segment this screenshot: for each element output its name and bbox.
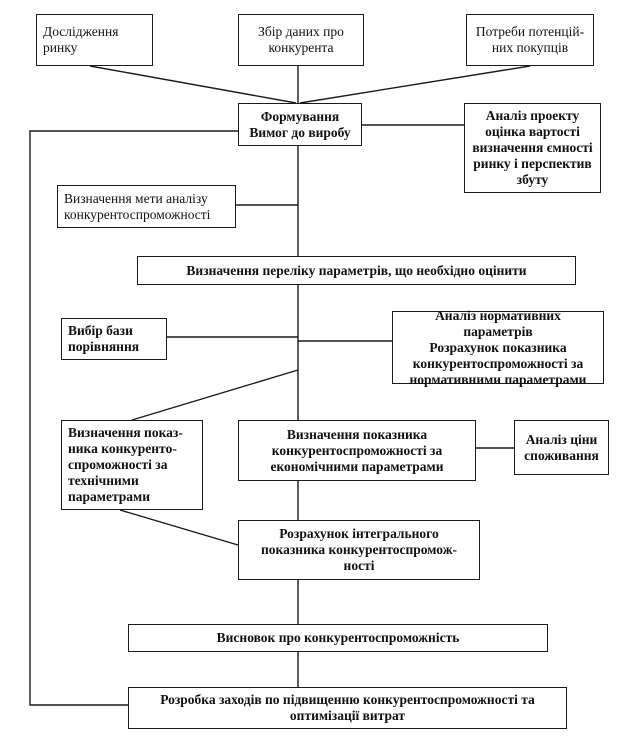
link-technical-to-integral — [119, 509, 239, 546]
node-technical-index: Визначення показ- ника конкурентo- спром… — [61, 420, 203, 510]
node-comparison-base: Вибір бази порівняння — [61, 318, 167, 360]
node-parameter-list: Визначення переліку параметрів, що необх… — [137, 256, 576, 285]
node-consumption-price-label: Аналіз ціни споживання — [524, 431, 599, 463]
node-consumption-price: Аналіз ціни споживання — [514, 420, 609, 475]
node-economic-index-label: Визначення показника конкурентоспроможно… — [270, 426, 444, 474]
node-measures-label: Розробка заходів по підвищенню конкурент… — [160, 692, 535, 723]
node-analysis-goal: Визначення мети аналізу конкурентоспромо… — [57, 185, 236, 228]
feedback-loop — [29, 130, 238, 706]
node-normative-analysis: Аналіз нормативних параметрів Розрахунок… — [392, 308, 604, 387]
node-parameter-list-label: Визначення переліку параметрів, що необх… — [186, 262, 527, 278]
node-analysis-goal-label: Визначення мети аналізу конкурентоспромо… — [64, 190, 211, 222]
node-integral-index-label: Розрахунок інтегрального показника конку… — [261, 526, 457, 573]
node-buyer-needs-label: Потреби потенцій- них покупців — [475, 24, 585, 55]
node-conclusion: Висновок про конкурентоспроможність — [128, 624, 548, 652]
node-project-analysis-label: Аналіз проекту оцінка вартості визначенн… — [472, 108, 593, 187]
node-comparison-base-label: Вибір бази порівняння — [68, 323, 140, 354]
node-normative-analysis-label: Аналіз нормативних параметрів Розрахунок… — [409, 307, 587, 387]
node-technical-index-label: Визначення показ- ника конкурентo- спром… — [68, 425, 183, 504]
node-project-analysis: Аналіз проекту оцінка вартості визначенн… — [464, 103, 601, 193]
node-market-research: Дослідження ринку — [36, 14, 153, 66]
node-measures: Розробка заходів по підвищенню конкурент… — [128, 687, 567, 729]
node-market-research-label: Дослідження ринку — [43, 24, 119, 55]
node-buyer-needs: Потреби потенцій- них покупців — [466, 14, 594, 66]
node-economic-index: Визначення показника конкурентоспроможно… — [238, 420, 476, 481]
link-market-research — [89, 65, 297, 104]
node-requirements: Формування Вимог до виробу — [238, 103, 362, 146]
link-buyer-needs — [299, 65, 531, 104]
node-integral-index: Розрахунок інтегрального показника конку… — [238, 520, 480, 580]
node-competitor-data-label: Збір даних про конкурента — [258, 24, 344, 55]
node-requirements-label: Формування Вимог до виробу — [249, 108, 351, 140]
node-conclusion-label: Висновок про конкурентоспроможність — [216, 630, 460, 645]
node-competitor-data: Збір даних про конкурента — [238, 14, 364, 66]
link-technical-from-spine — [131, 369, 299, 421]
